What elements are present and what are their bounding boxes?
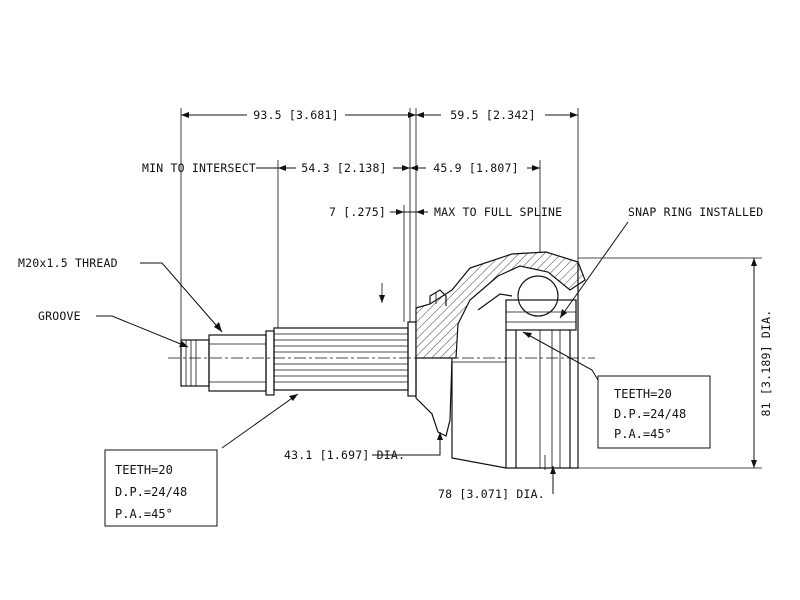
label-groove: GROOVE — [38, 309, 81, 323]
label-thread: M20x1.5 THREAD — [18, 256, 118, 270]
spec-left-pa: P.A.=45° — [115, 507, 173, 521]
spec-box-left — [104, 449, 218, 527]
label-min-intersect: MIN TO INTERSECT — [142, 161, 256, 175]
spec-box-right — [597, 375, 711, 449]
splined-shaft — [273, 321, 417, 397]
label-snap-ring: SNAP RING INSTALLED — [628, 205, 763, 219]
dim-mid-right: 45.9 [1.807] — [433, 161, 518, 175]
dim-outer-dia: 81 [3.189] DIA. — [759, 310, 773, 417]
spec-right-teeth: TEETH=20 — [614, 387, 672, 401]
dim-spline-left: 7 [.275] — [329, 205, 386, 219]
threaded-stub — [180, 330, 275, 396]
extension-lines — [180, 108, 762, 469]
spec-left-teeth: TEETH=20 — [115, 463, 173, 477]
spec-left-dp: D.P.=24/48 — [115, 485, 187, 499]
ball-cage — [477, 275, 577, 331]
outer-race-stem — [415, 251, 586, 437]
dim-top-right: 59.5 [2.342] — [450, 108, 535, 122]
dim-top-left: 93.5 [3.681] — [253, 108, 338, 122]
spec-right-dp: D.P.=24/48 — [614, 407, 686, 421]
dim-mid-left: 54.3 [2.138] — [301, 161, 386, 175]
label-max-spline: MAX TO FULL SPLINE — [434, 205, 562, 219]
dimension-lines — [181, 112, 757, 468]
spec-right-pa: P.A.=45° — [614, 427, 672, 441]
dim-housing-dia: 78 [3.071] DIA. — [438, 487, 545, 501]
outer-housing — [451, 262, 579, 470]
leader-lines — [96, 221, 629, 494]
dim-shaft-dia: 43.1 [1.697] DIA. — [284, 448, 405, 462]
